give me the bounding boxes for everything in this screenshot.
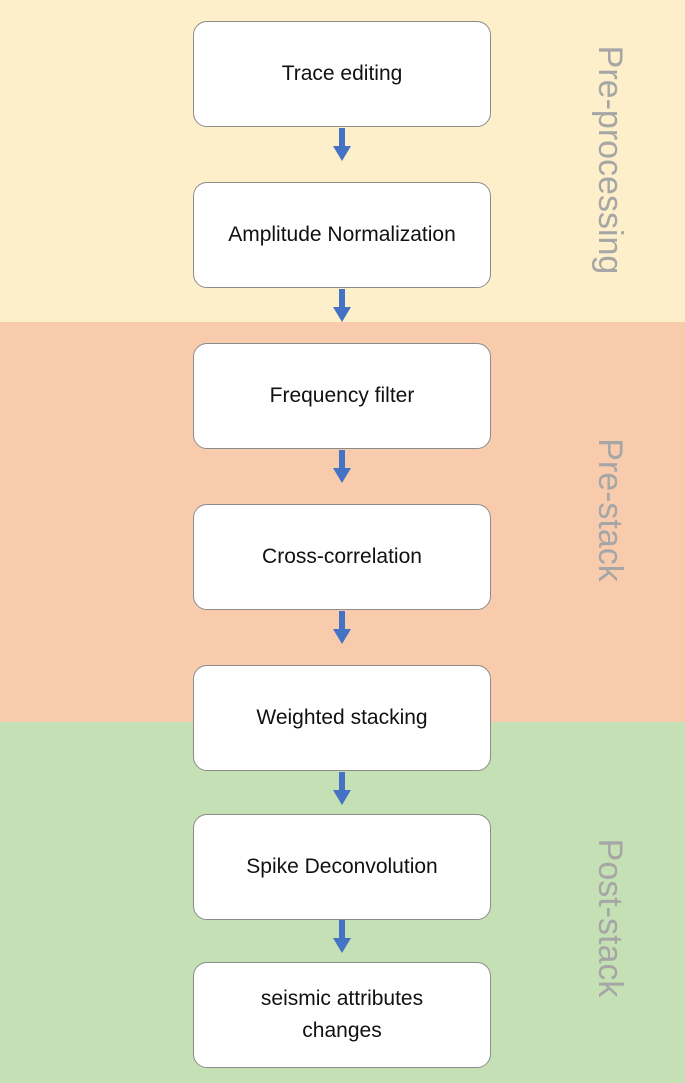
step-label: Amplitude Normalization: [228, 223, 456, 246]
stage-label-pre-stack: Pre-stack: [591, 438, 629, 582]
step-label: Spike Deconvolution: [246, 855, 438, 878]
stage-label-pre-processing: Pre-processing: [591, 45, 629, 275]
step-box-seismic-attributes-changes: seismic attributes changes: [193, 962, 491, 1068]
step-box-spike-deconvolution: Spike Deconvolution: [193, 814, 491, 920]
step-box-weighted-stacking: Weighted stacking: [193, 665, 491, 771]
down-arrow-icon: [333, 772, 351, 805]
down-arrow-icon: [333, 289, 351, 322]
step-box-amplitude-normalization: Amplitude Normalization: [193, 182, 491, 288]
down-arrow-icon: [333, 920, 351, 953]
down-arrow-icon: [333, 128, 351, 161]
stage-label-post-stack: Post-stack: [591, 838, 629, 998]
step-box-trace-editing: Trace editing: [193, 21, 491, 127]
step-label: Trace editing: [281, 62, 403, 85]
step-label: Cross-correlation: [262, 545, 422, 568]
step-box-cross-correlation: Cross-correlation: [193, 504, 491, 610]
step-label: Frequency filter: [269, 384, 415, 407]
step-box-frequency-filter: Frequency filter: [193, 343, 491, 449]
down-arrow-icon: [333, 450, 351, 483]
step-label: seismic attributes changes: [260, 987, 424, 1042]
down-arrow-icon: [333, 611, 351, 644]
step-label: Weighted stacking: [256, 706, 428, 729]
